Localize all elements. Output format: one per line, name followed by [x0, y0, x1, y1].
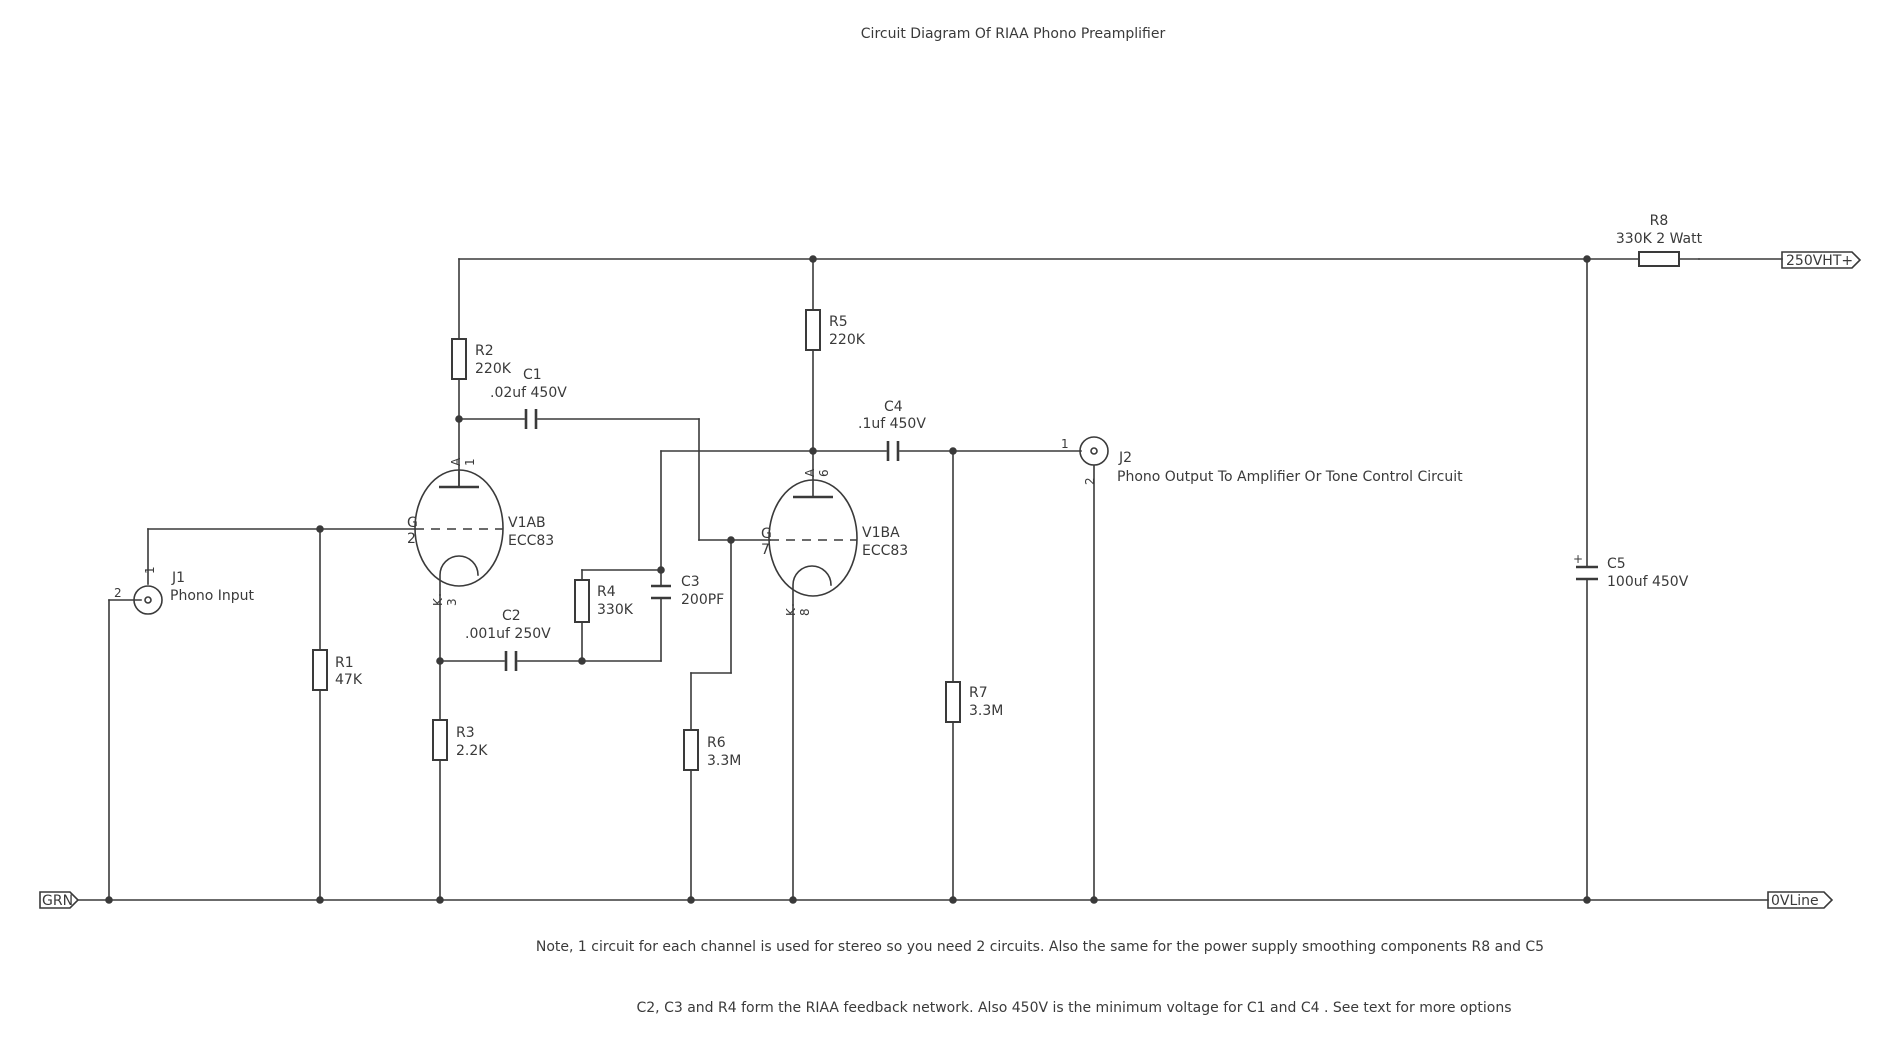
- svg-text:R3: R3: [456, 725, 475, 741]
- net-label-250vht: 250VHT+: [1781, 251, 1862, 269]
- svg-text:R8: R8: [1650, 213, 1669, 229]
- svg-text:C3: C3: [681, 574, 700, 590]
- svg-text:2: 2: [407, 531, 416, 547]
- wires: [77, 258, 1783, 901]
- svg-text:6: 6: [817, 469, 831, 477]
- svg-text:ECC83: ECC83: [862, 543, 908, 559]
- svg-text:V1BA: V1BA: [862, 525, 900, 541]
- capacitor-c3: C3 200PF: [651, 574, 724, 608]
- svg-text:3: 3: [445, 598, 459, 606]
- svg-text:G: G: [407, 515, 418, 531]
- svg-text:1: 1: [143, 566, 157, 574]
- svg-text:330K: 330K: [597, 602, 634, 618]
- capacitor-c1: C1 .02uf 450V: [490, 367, 567, 429]
- svg-text:R7: R7: [969, 685, 988, 701]
- capacitor-c2: C2 .001uf 250V: [465, 608, 551, 671]
- svg-text:330K 2 Watt: 330K 2 Watt: [1616, 231, 1703, 247]
- resistor-r3: R3 2.2K: [432, 719, 488, 761]
- svg-text:7: 7: [761, 542, 770, 558]
- connector-j2: 1 2 J2 Phono Output To Amplifier Or Tone…: [1061, 436, 1463, 485]
- valve-v1b: G 7 A 6 K 8 V1BA ECC83: [761, 468, 908, 616]
- svg-text:.02uf 450V: .02uf 450V: [490, 385, 567, 401]
- svg-text:Phono Input: Phono Input: [170, 588, 255, 604]
- svg-text:.1uf 450V: .1uf 450V: [858, 416, 926, 432]
- svg-text:Phono Output To Amplifier Or T: Phono Output To Amplifier Or Tone Contro…: [1117, 469, 1463, 485]
- svg-text:V1AB: V1AB: [508, 515, 546, 531]
- note-riaa: C2, C3 and R4 form the RIAA feedback net…: [637, 1000, 1512, 1016]
- svg-text:3.3M: 3.3M: [707, 753, 741, 769]
- svg-text:ECC83: ECC83: [508, 533, 554, 549]
- svg-text:A: A: [449, 457, 463, 466]
- svg-text:220K: 220K: [829, 332, 866, 348]
- svg-text:GRN: GRN: [42, 893, 73, 909]
- svg-text:J2: J2: [1118, 450, 1132, 466]
- svg-text:C2: C2: [502, 608, 521, 624]
- svg-text:A: A: [803, 468, 817, 477]
- svg-text:250VHT+: 250VHT+: [1786, 253, 1853, 269]
- connector-j1: 1 2 J1 Phono Input: [114, 566, 255, 615]
- resistor-r7: R7 3.3M: [945, 681, 1003, 723]
- svg-text:K: K: [431, 597, 445, 606]
- capacitor-c4: C4 .1uf 450V: [858, 399, 926, 461]
- diagram-title: Circuit Diagram Of RIAA Phono Preamplifi…: [861, 26, 1166, 42]
- resistor-r6: R6 3.3M: [683, 729, 741, 771]
- valve-v1a: G 2 A 1 K 3 V1AB ECC83: [407, 457, 554, 606]
- svg-text:R2: R2: [475, 343, 494, 359]
- svg-text:100uf 450V: 100uf 450V: [1607, 574, 1689, 590]
- svg-text:2.2K: 2.2K: [456, 743, 488, 759]
- svg-text:G: G: [761, 526, 772, 542]
- svg-text:R1: R1: [335, 655, 354, 671]
- svg-text:47K: 47K: [335, 672, 363, 688]
- junctions: [105, 255, 1591, 904]
- svg-text:R4: R4: [597, 584, 616, 600]
- resistor-r4: R4 330K: [574, 579, 634, 623]
- svg-text:2: 2: [114, 586, 122, 600]
- svg-text:R6: R6: [707, 735, 726, 751]
- capacitor-c5: + C5 100uf 450V: [1573, 552, 1689, 590]
- svg-text:200PF: 200PF: [681, 592, 724, 608]
- net-label-grn: GRN: [39, 891, 80, 909]
- note-stereo: Note, 1 circuit for each channel is used…: [536, 939, 1544, 955]
- svg-text:C5: C5: [1607, 556, 1626, 572]
- svg-text:0VLine: 0VLine: [1771, 893, 1819, 909]
- svg-text:C1: C1: [523, 367, 542, 383]
- resistor-r8: R8 330K 2 Watt: [1616, 213, 1703, 267]
- resistor-r5: R5 220K: [805, 309, 866, 351]
- svg-text:2: 2: [1083, 477, 1097, 485]
- svg-text:1: 1: [463, 458, 477, 466]
- svg-text:K: K: [784, 607, 798, 616]
- net-label-0vline: 0VLine: [1767, 891, 1834, 909]
- svg-text:8: 8: [798, 608, 812, 616]
- resistor-r2: R2 220K: [451, 338, 512, 380]
- svg-text:C4: C4: [884, 399, 903, 415]
- svg-text:+: +: [1573, 552, 1583, 566]
- svg-text:1: 1: [1061, 437, 1069, 451]
- svg-text:3.3M: 3.3M: [969, 703, 1003, 719]
- svg-text:220K: 220K: [475, 361, 512, 377]
- svg-text:.001uf 250V: .001uf 250V: [465, 626, 551, 642]
- resistor-r1: R1 47K: [312, 649, 363, 691]
- svg-text:R5: R5: [829, 314, 848, 330]
- svg-text:J1: J1: [171, 570, 185, 586]
